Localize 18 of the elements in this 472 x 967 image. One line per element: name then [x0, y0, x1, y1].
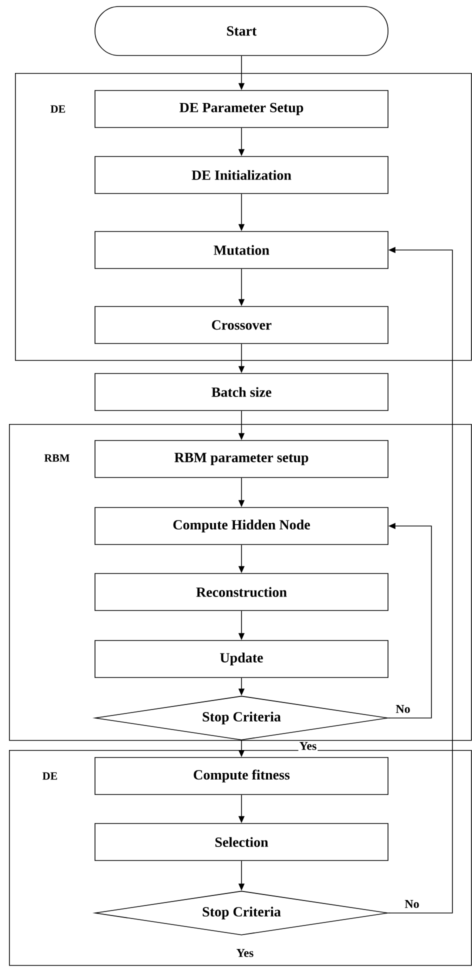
process-box: Mutation [94, 231, 388, 269]
process-box: Reconstruction [94, 573, 388, 611]
process-box: Batch size [94, 373, 388, 411]
process-box: DE Parameter Setup [94, 90, 388, 128]
edge-label: Yes [298, 741, 318, 751]
group-label: DE [50, 105, 66, 113]
edge-label: No [404, 899, 420, 909]
group-label: RBM [44, 454, 70, 462]
decision-label: Yes [236, 949, 254, 957]
group-label: DE [42, 772, 58, 780]
process-box: Compute fitness [94, 757, 388, 795]
edge-label: No [394, 704, 412, 714]
process-box: Selection [94, 823, 388, 861]
process-box: RBM parameter setup [94, 440, 388, 478]
process-box: DE Initialization [94, 156, 388, 194]
process-box: Update [94, 640, 388, 678]
process-box: Compute Hidden Node [94, 507, 388, 545]
process-box: Crossover [94, 306, 388, 344]
